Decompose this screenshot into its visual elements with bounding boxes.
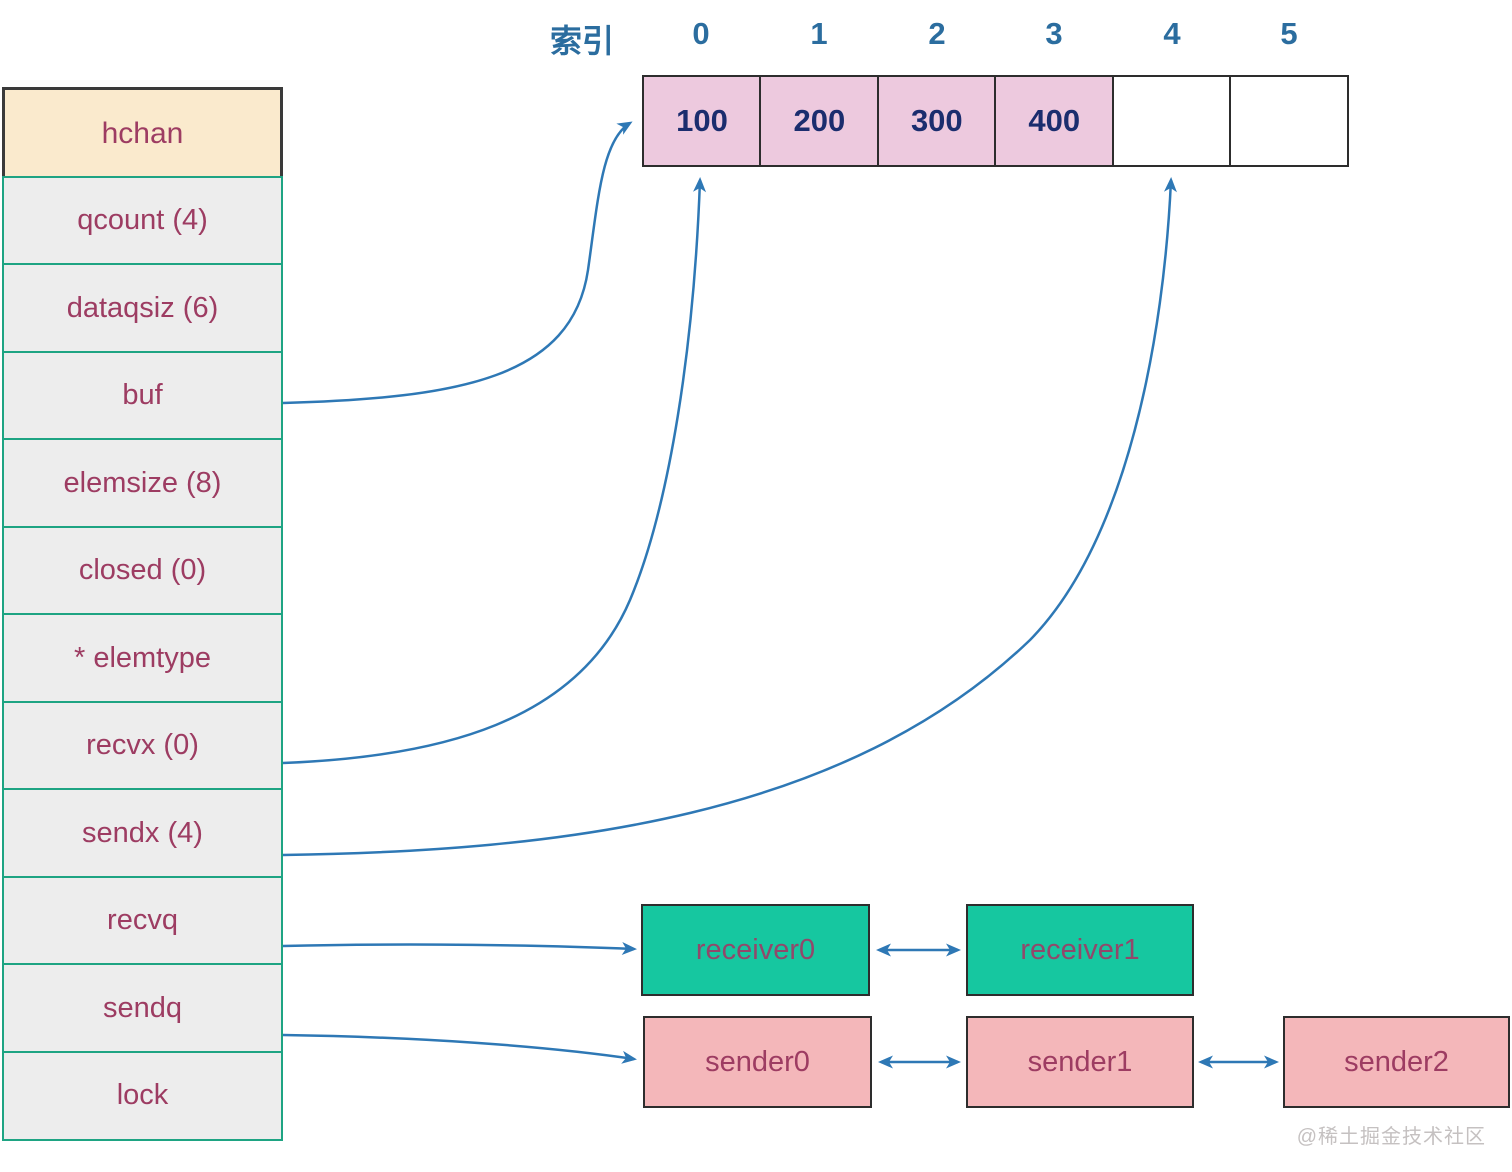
field-qcount: qcount (4) [2,175,283,266]
arrow-recvx-to-cell0 [282,177,707,765]
watermark: @稀土掘金技术社区 [1296,1126,1486,1148]
field-recvx: recvx (0) [2,700,283,791]
receiver0-box: receiver0 [641,904,870,996]
sender1-box: sender1 [966,1016,1194,1108]
hchan-struct-table: hchan qcount (4) dataqsiz (6) buf elemsi… [2,87,283,1141]
buffer-cell-2: 300 [876,75,997,167]
buffer-cell-1: 200 [759,75,880,167]
field-sendq: sendq [2,963,283,1053]
sender0-box: sender0 [643,1016,872,1108]
arrow-sendq-to-sender0 [282,1033,637,1064]
receiver1-box: receiver1 [966,904,1194,996]
buffer-cell-5 [1229,75,1350,167]
arrow-sendx-to-cell4 [282,177,1177,857]
field-elemtype: * elemtype [2,613,283,703]
field-dataqsiz: dataqsiz (6) [2,263,283,353]
sender2-box: sender2 [1283,1016,1510,1108]
field-recvq: recvq [2,875,283,966]
field-lock: lock [2,1050,283,1141]
field-sendx: sendx (4) [2,788,283,878]
hchan-header: hchan [2,87,283,178]
buffer-cell-0: 100 [642,75,762,167]
index-label-0: 0 [692,16,710,51]
index-label-1: 1 [810,16,828,51]
field-closed: closed (0) [2,525,283,616]
field-buf: buf [2,350,283,441]
field-elemsize: elemsize (8) [2,438,283,528]
buffer-cell-4 [1111,75,1232,167]
ring-buffer-array: 100 200 300 400 [642,75,1350,167]
arrow-recvq-to-receiver0 [282,941,637,955]
arrow-buf-to-buffer [282,121,633,405]
index-label-2: 2 [928,16,946,51]
index-caption: 索引 [549,23,614,59]
index-label-3: 3 [1045,16,1063,51]
index-label-4: 4 [1163,16,1181,51]
index-label-5: 5 [1280,16,1298,51]
buffer-cell-3: 400 [994,75,1115,167]
